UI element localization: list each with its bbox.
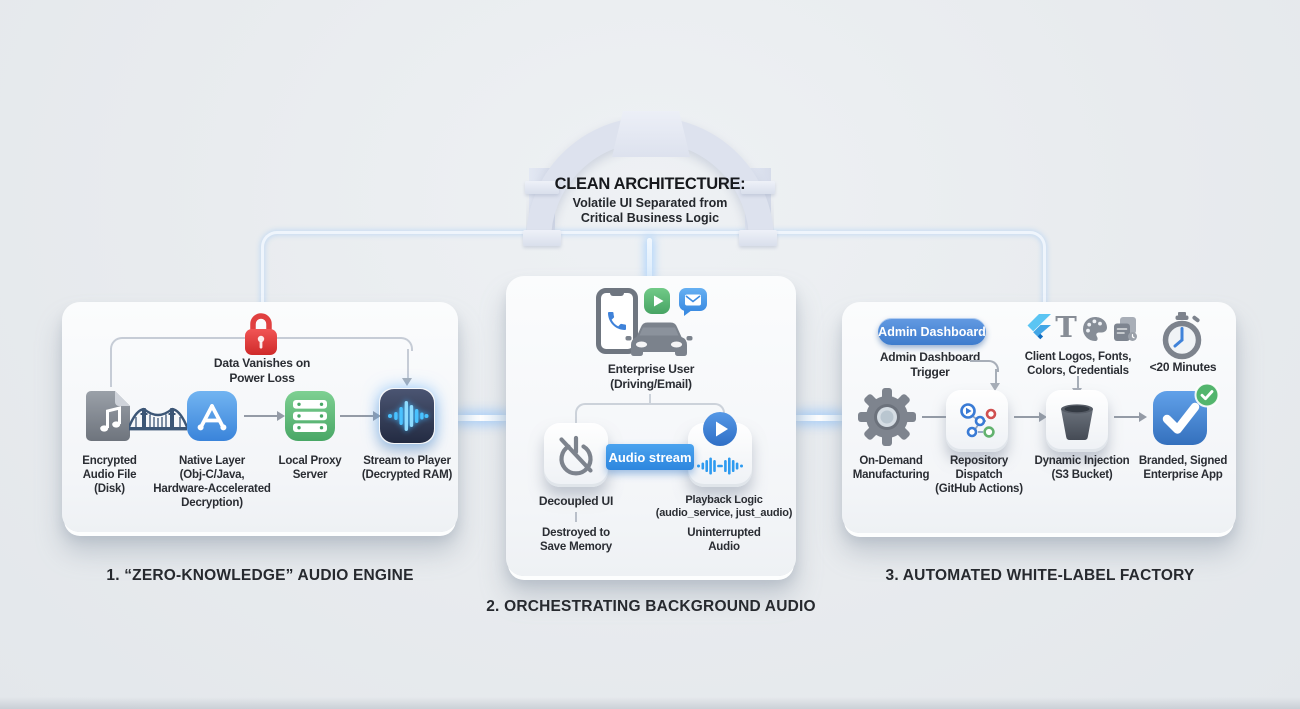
gear-icon — [858, 388, 916, 446]
palette-icon — [1083, 317, 1107, 341]
stream-to-player-icon — [380, 389, 434, 443]
assets-arrow — [1072, 376, 1083, 396]
admin-dashboard-button-label: Admin Dashboard — [878, 324, 986, 339]
native-layer-label: Native Layer (Obj-C/Java, Hardware-Accel… — [153, 455, 271, 510]
caption-background-audio: 2. ORCHESTRATING BACKGROUND AUDIO — [486, 598, 816, 615]
mail-badge-icon — [679, 288, 707, 316]
admin-dashboard-button[interactable]: Admin Dashboard — [878, 318, 986, 345]
playback-sub-label: Uninterrupted Audio — [687, 527, 761, 554]
caption-white-label: 3. AUTOMATED WHITE-LABEL FACTORY — [885, 567, 1195, 584]
decoupled-sub-label: Destroyed to Save Memory — [540, 527, 612, 554]
arch-right-pillar-base — [739, 230, 777, 246]
panel1-panel2-connector — [452, 415, 510, 421]
bracket-stem — [649, 394, 651, 404]
audio-stream-label: Audio stream — [608, 449, 692, 465]
local-proxy-label: Local Proxy Server — [278, 455, 342, 482]
stopwatch-icon — [1162, 312, 1202, 360]
panel-background-audio: Enterprise User (Driving/Email) — [506, 276, 796, 576]
ram-loop-arrow — [402, 349, 413, 386]
time-label: <20 Minutes — [1149, 360, 1217, 374]
trigger-elbow-connector — [970, 360, 999, 372]
arch-right-pillar-band — [741, 181, 775, 194]
admin-trigger-label: Admin Dashboard Trigger — [879, 350, 981, 379]
arrow-native-to-proxy — [244, 410, 285, 421]
phone-icon — [596, 288, 638, 354]
loop-note-label: Data Vanishes on Power Loss — [213, 356, 311, 385]
arch-left-pillar-base — [523, 230, 561, 246]
arrow-dispatch-to-injection — [1014, 411, 1047, 422]
arrow-gear-to-dispatch — [922, 411, 955, 422]
on-demand-label: On-Demand Manufacturing — [852, 455, 930, 482]
stream-player-label: Stream to Player (Decrypted RAM) — [361, 455, 453, 482]
waveform-icon — [697, 457, 743, 475]
lock-icon — [245, 313, 277, 355]
flutter-logo-icon — [1027, 314, 1051, 340]
enterprise-user-label: Enterprise User (Driving/Email) — [607, 362, 695, 391]
arch-left-pillar-band — [525, 181, 559, 194]
font-letter-icon: T — [1055, 310, 1077, 344]
playback-logic-card — [688, 412, 752, 487]
panel-audio-engine: Data Vanishes on Power Loss — [62, 302, 458, 532]
repo-dispatch-card — [946, 390, 1008, 452]
branded-app-label: Branded, Signed Enterprise App — [1138, 455, 1228, 482]
arch-title: CLEAN ARCHITECTURE: — [554, 175, 746, 193]
trigger-arrow — [990, 369, 1001, 391]
panel2-panel3-connector — [792, 415, 846, 421]
arch-subtitle: Volatile UI Separated from Critical Busi… — [572, 196, 728, 225]
encrypted-audio-file-icon — [86, 391, 130, 441]
audio-stream-badge: Audio stream — [606, 444, 694, 470]
arrow-injection-to-app — [1114, 411, 1147, 422]
bridge-icon — [129, 407, 187, 431]
bucket-icon — [1061, 404, 1093, 440]
car-icon — [625, 322, 693, 356]
arch-to-center-panel-connector — [647, 238, 652, 280]
arch-caption: CLEAN ARCHITECTURE: Volatile UI Separate… — [550, 175, 750, 226]
decoupled-ui-label: Decoupled UI — [538, 494, 614, 508]
github-actions-icon — [960, 403, 997, 438]
arch-keystone — [612, 111, 690, 157]
playback-logic-label: Playback Logic (audio_service, just_audi… — [655, 494, 793, 520]
decoupled-ui-card — [544, 423, 608, 487]
caption-audio-engine: 1. “ZERO-KNOWLEDGE” AUDIO ENGINE — [106, 567, 414, 584]
play-badge-icon — [644, 288, 670, 314]
local-proxy-server-icon — [285, 391, 335, 441]
branded-app-icon — [1153, 391, 1207, 445]
s3-bucket-card — [1046, 390, 1108, 452]
credentials-files-icon — [1114, 317, 1137, 341]
success-badge-icon — [1194, 382, 1220, 408]
repo-dispatch-label: Repository Dispatch (GitHub Actions) — [935, 455, 1023, 496]
decoupled-dash — [575, 512, 577, 522]
native-layer-icon — [187, 391, 237, 441]
encrypted-file-label: Encrypted Audio File (Disk) — [82, 455, 137, 496]
dynamic-injection-label: Dynamic Injection (S3 Bucket) — [1034, 455, 1130, 482]
play-circle-icon — [703, 412, 737, 446]
panel-white-label: Admin Dashboard Admin Dashboard Trigger … — [842, 302, 1236, 533]
arrow-proxy-to-stream — [340, 410, 381, 421]
client-assets-label: Client Logos, Fonts, Colors, Credentials — [1024, 351, 1132, 378]
ram-loop-left-leg — [110, 348, 112, 387]
power-off-icon — [559, 435, 593, 476]
